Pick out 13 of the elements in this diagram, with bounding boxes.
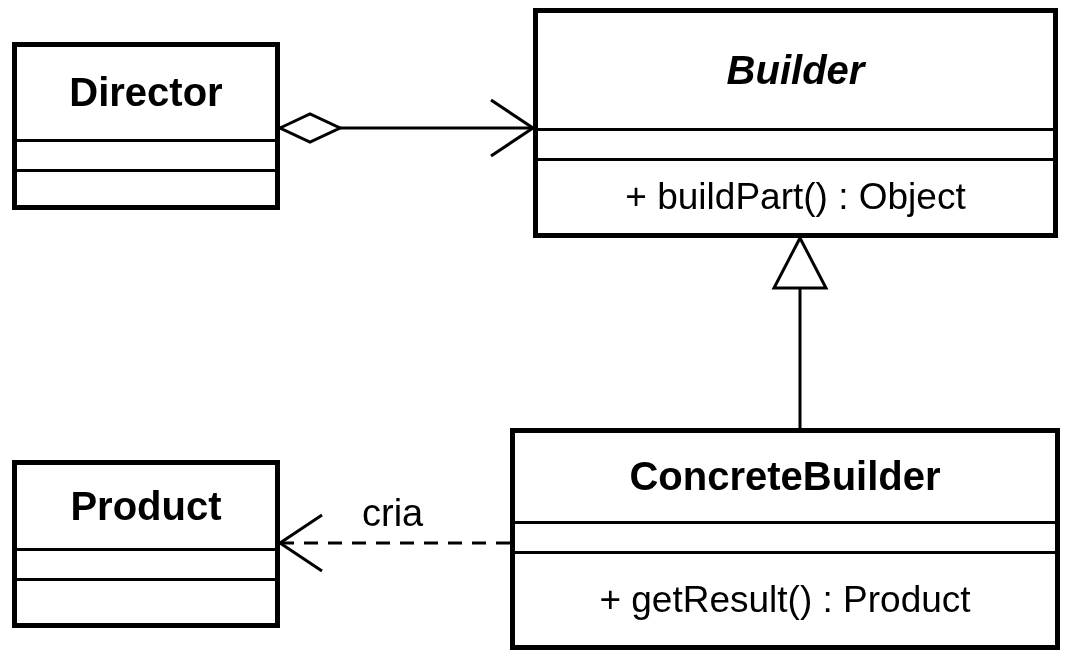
arrow — [278, 98, 535, 158]
class-name: Product — [70, 483, 222, 529]
class-box — [12, 42, 280, 210]
method-text: + buildPart() : Object — [625, 176, 966, 219]
method-text: + getResult() : Product — [599, 578, 971, 621]
arrow — [772, 236, 828, 428]
class-box — [12, 460, 280, 628]
class-name: Builder — [726, 47, 865, 93]
class-box — [510, 428, 1060, 650]
class-box — [533, 8, 1058, 238]
class-name: Director — [69, 70, 223, 116]
class-name: ConcreteBuilder — [629, 454, 941, 500]
dashed-arrow — [278, 513, 510, 573]
